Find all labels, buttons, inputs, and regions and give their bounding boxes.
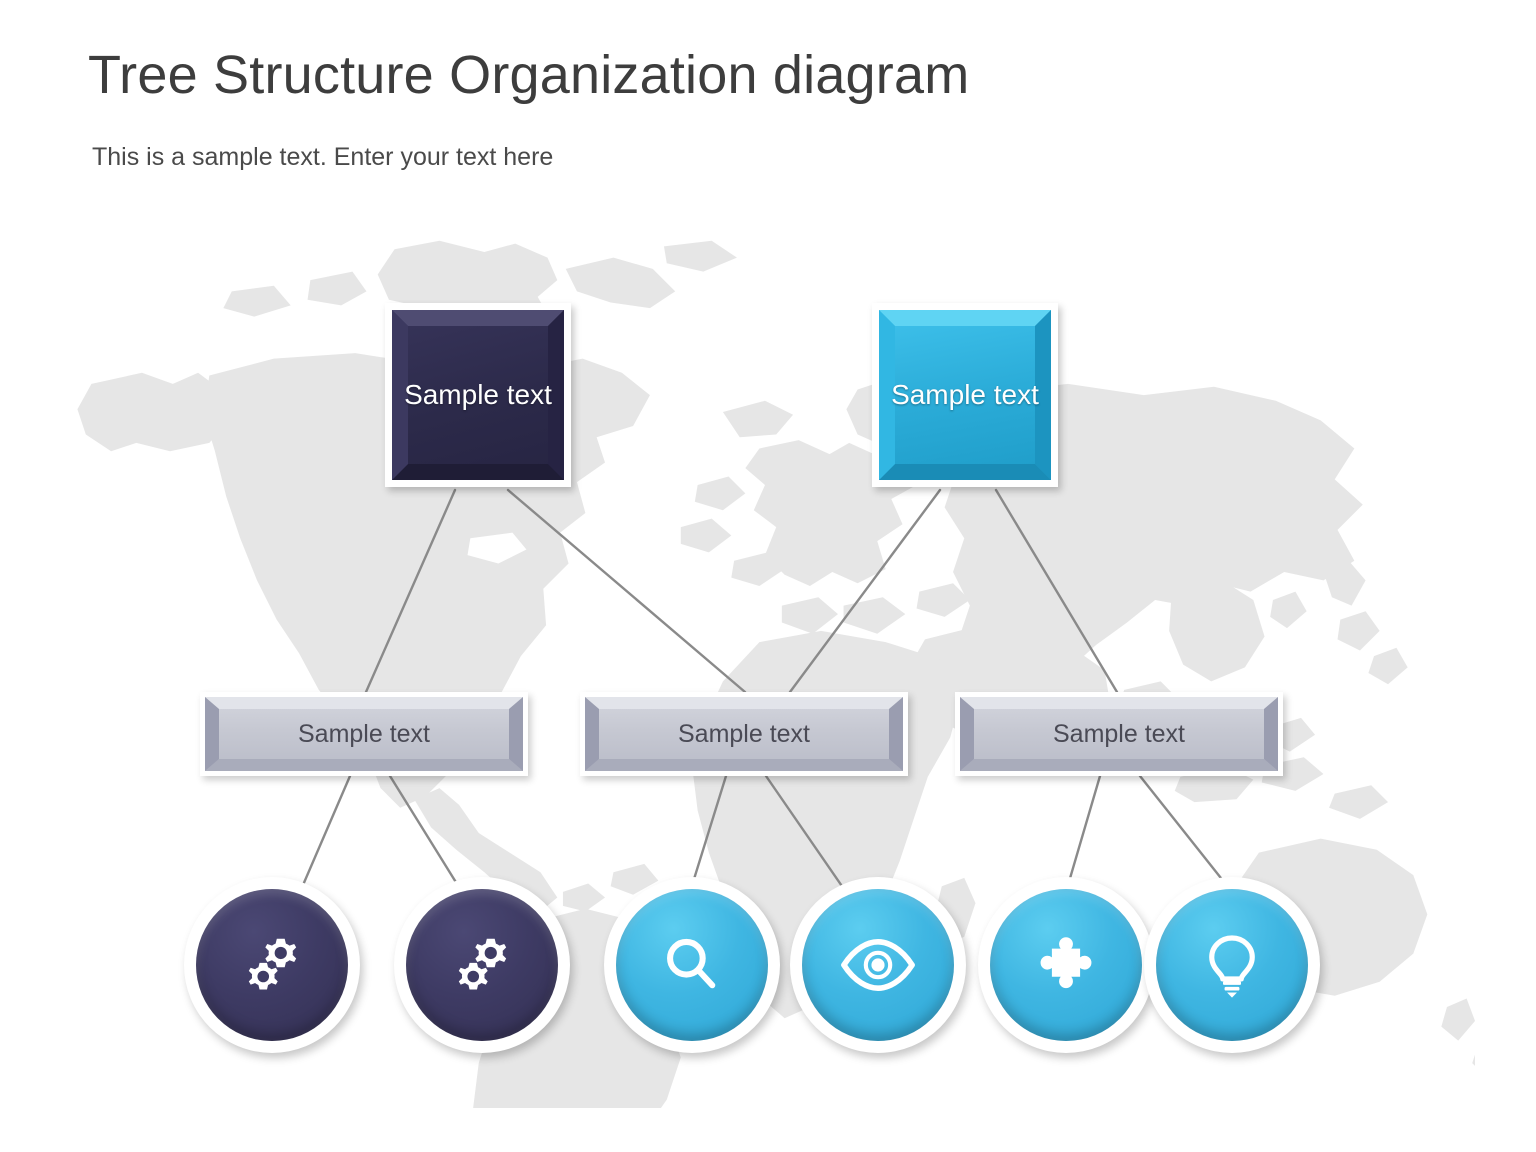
puzzle-icon	[1040, 937, 1092, 989]
node-level3-circle-6[interactable]	[1144, 877, 1320, 1053]
bevel-left	[205, 697, 219, 771]
bevel-left	[585, 697, 599, 771]
bevel-bottom	[392, 464, 564, 480]
node-level3-circle-5[interactable]	[978, 877, 1154, 1053]
bevel-bottom	[585, 759, 903, 771]
bevel-top	[585, 697, 903, 709]
bevel-top	[205, 697, 523, 709]
circle-disc	[196, 889, 348, 1041]
node-label: Sample text	[404, 379, 552, 411]
lightbulb-icon	[1209, 935, 1255, 998]
bar-label: Sample text	[297, 719, 430, 748]
node-level2-bar-3[interactable]: Sample text	[955, 692, 1283, 776]
circle-disc	[802, 889, 954, 1041]
node-level1-dark[interactable]: Sample text	[385, 303, 571, 487]
node-level3-circle-2[interactable]	[394, 877, 570, 1053]
node-level1-cyan[interactable]: Sample text	[872, 303, 1058, 487]
node-face: Sample text	[392, 310, 564, 480]
bevel-bottom	[879, 464, 1051, 480]
bevel-right	[889, 697, 903, 771]
bar-face: Sample text	[960, 697, 1278, 771]
node-level2-bar-1[interactable]: Sample text	[200, 692, 528, 776]
node-label: Sample text	[891, 379, 1039, 411]
node-level2-bar-2[interactable]: Sample text	[580, 692, 908, 776]
bevel-left	[960, 697, 974, 771]
gears-icon	[248, 938, 297, 990]
node-level3-circle-1[interactable]	[184, 877, 360, 1053]
circle-disc	[616, 889, 768, 1041]
bar-label: Sample text	[1052, 719, 1185, 748]
node-face: Sample text	[879, 310, 1051, 480]
gears-icon	[458, 938, 507, 990]
bevel-top	[392, 310, 564, 326]
bevel-bottom	[205, 759, 523, 771]
page-title: Tree Structure Organization diagram	[88, 45, 970, 105]
bar-label: Sample text	[677, 719, 810, 748]
circle-disc	[406, 889, 558, 1041]
bar-face: Sample text	[205, 697, 523, 771]
search-icon	[667, 938, 716, 989]
circle-disc	[990, 889, 1142, 1041]
circle-disc	[1156, 889, 1308, 1041]
eye-icon	[841, 939, 915, 991]
bevel-bottom	[960, 759, 1278, 771]
bar-face: Sample text	[585, 697, 903, 771]
bevel-top	[960, 697, 1278, 709]
bevel-right	[509, 697, 523, 771]
node-level3-circle-4[interactable]	[790, 877, 966, 1053]
bevel-top	[879, 310, 1051, 326]
bevel-right	[1264, 697, 1278, 771]
page-subtitle: This is a sample text. Enter your text h…	[92, 143, 554, 171]
node-level3-circle-3[interactable]	[604, 877, 780, 1053]
